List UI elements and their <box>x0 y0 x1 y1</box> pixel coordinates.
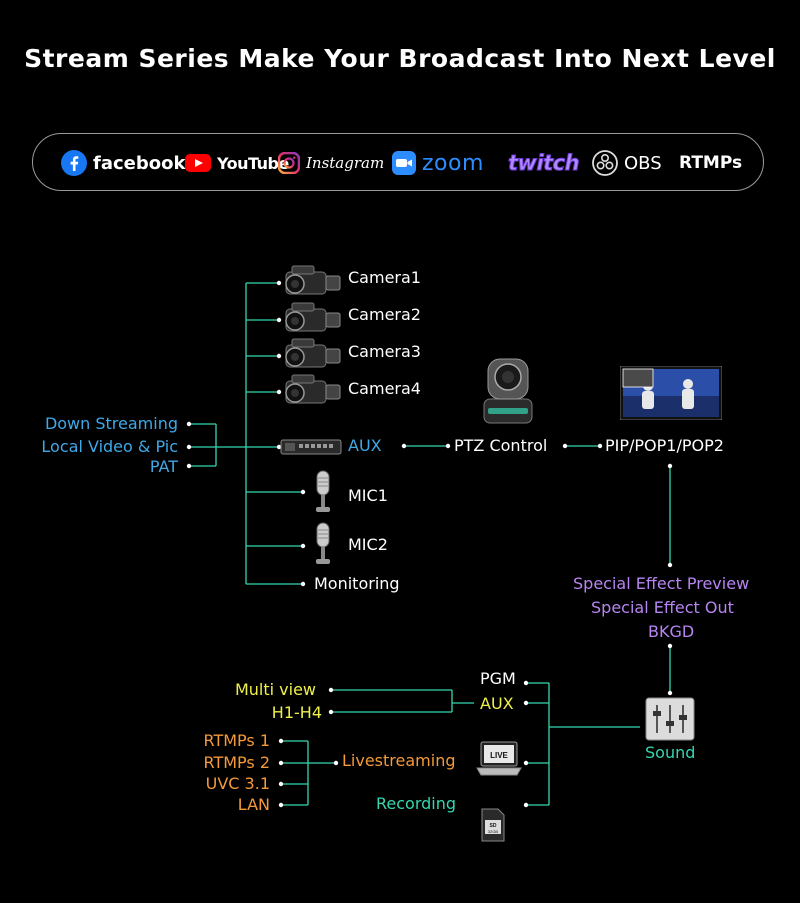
obs-logo: OBS <box>592 134 662 192</box>
instagram-logo: Instagram <box>278 134 384 192</box>
rtmps2-label: RTMPs 2 <box>203 753 271 772</box>
rtmps-logo: RTMPs <box>679 134 742 192</box>
platform-logo-bar: facebook YouTube Instagram zoom twitch <box>32 133 764 191</box>
camera1-label: Camera1 <box>348 268 421 287</box>
multi-view-label: Multi view <box>234 680 316 699</box>
sd-card-size: 32GB <box>488 829 499 834</box>
instagram-wordmark: Instagram <box>306 154 385 172</box>
laptop-live-icon: LIVE <box>476 741 522 776</box>
special-effect-preview-label: Special Effect Preview <box>573 574 750 593</box>
zoom-logo: zoom <box>392 134 484 192</box>
sd-card-label: SD <box>490 823 497 829</box>
rtmps1-label: RTMPs 1 <box>203 731 271 750</box>
sd-card-icon: SD 32GB <box>481 808 505 842</box>
monitor-screen-icon <box>620 366 722 420</box>
audio-mixer-icon <box>645 697 695 741</box>
uvc31-label: UVC 3.1 <box>205 774 270 793</box>
pgm-label: PGM <box>480 669 516 688</box>
page-title: Stream Series Make Your Broadcast Into N… <box>24 44 776 73</box>
special-effect-out-label: Special Effect Out <box>591 598 734 617</box>
switcher-device-icon <box>280 439 342 455</box>
rtmps-wordmark: RTMPs <box>679 153 743 173</box>
down-streaming-label: Down Streaming <box>44 414 178 433</box>
live-badge-text: LIVE <box>490 751 508 760</box>
obs-wordmark: OBS <box>624 152 662 174</box>
youtube-wordmark: YouTube <box>217 153 289 173</box>
aux-output-label: AUX <box>480 694 514 713</box>
camera-icon <box>285 374 341 404</box>
camera3-label: Camera3 <box>348 342 421 361</box>
camera-icon <box>285 338 341 368</box>
mic2-label: MIC2 <box>348 535 388 554</box>
camera2-label: Camera2 <box>348 305 421 324</box>
livestreaming-label: Livestreaming <box>342 751 456 770</box>
h1-h4-label: H1-H4 <box>271 703 322 722</box>
facebook-logo: facebook <box>61 134 185 192</box>
monitoring-label: Monitoring <box>314 574 400 593</box>
mic1-label: MIC1 <box>348 486 388 505</box>
pip-pop-label: PIP/POP1/POP2 <box>605 436 724 455</box>
instagram-icon <box>278 152 300 174</box>
facebook-icon <box>61 150 87 176</box>
youtube-icon <box>185 154 211 172</box>
bkgd-label: BKGD <box>648 622 695 641</box>
lan-label: LAN <box>237 795 270 814</box>
local-video-pic-label: Local Video & Pic <box>41 437 178 456</box>
recording-label: Recording <box>376 794 457 813</box>
facebook-wordmark: facebook <box>93 152 186 174</box>
obs-icon <box>592 150 618 176</box>
zoom-icon <box>392 151 416 175</box>
zoom-wordmark: zoom <box>422 150 484 176</box>
camera-icon <box>285 265 341 295</box>
ptz-camera-icon <box>483 358 533 424</box>
microphone-icon <box>316 522 330 564</box>
twitch-logo: twitch <box>507 134 580 192</box>
camera4-label: Camera4 <box>348 379 421 398</box>
pat-label: PAT <box>149 457 178 476</box>
youtube-logo: YouTube <box>185 134 289 192</box>
twitch-wordmark: twitch <box>507 151 580 176</box>
camera-icon <box>285 302 341 332</box>
microphone-icon <box>316 470 330 512</box>
aux-input-label: AUX <box>348 436 382 455</box>
sound-label: Sound <box>645 743 696 762</box>
ptz-control-label: PTZ Control <box>454 436 548 455</box>
